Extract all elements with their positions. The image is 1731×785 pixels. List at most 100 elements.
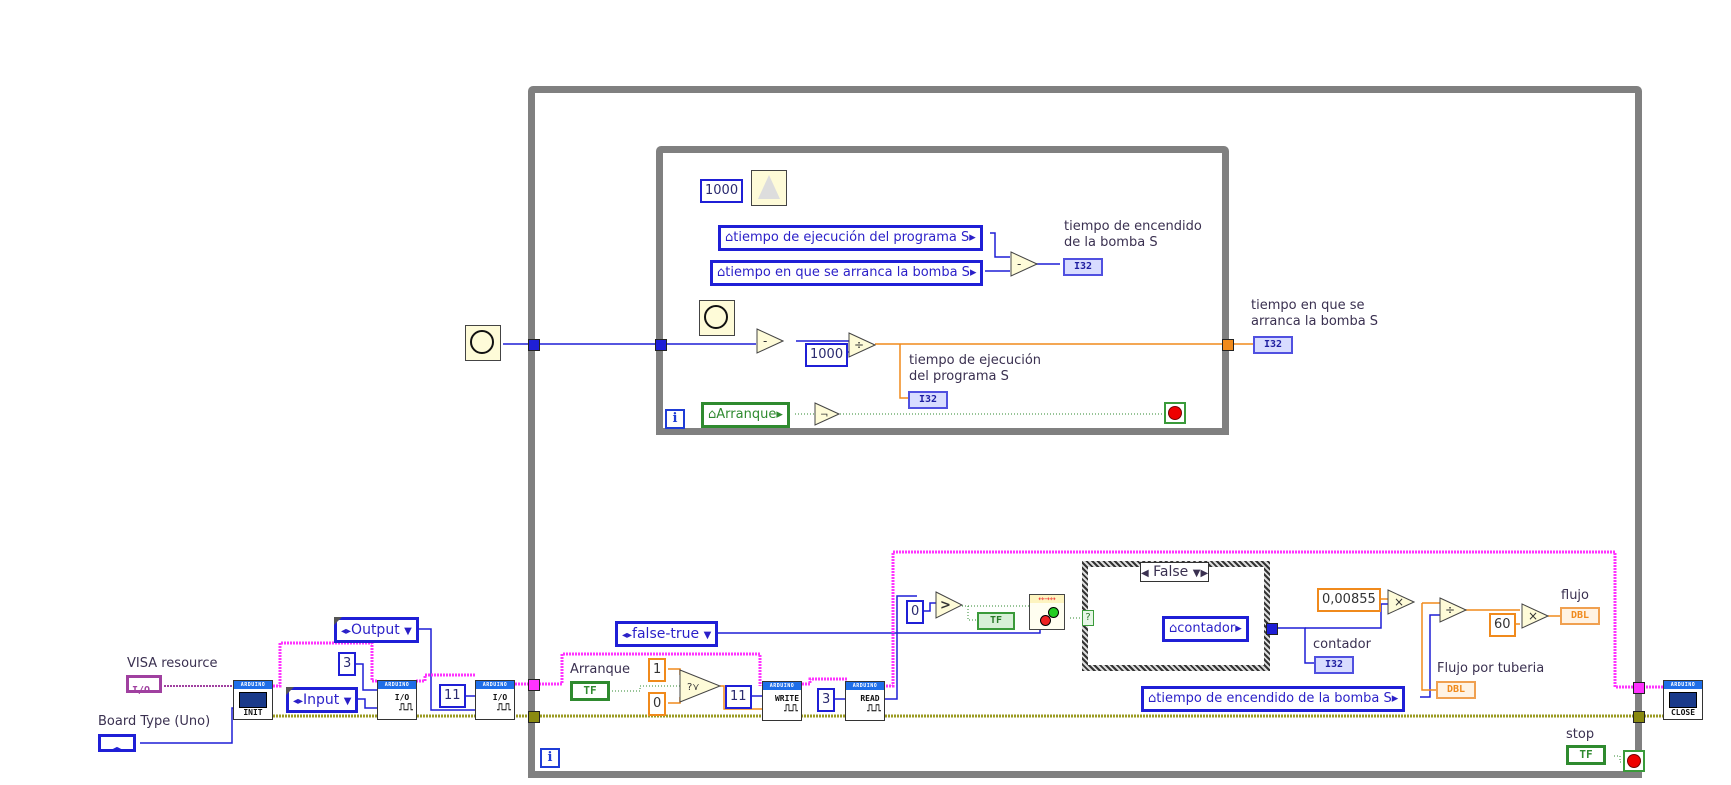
compare-zero-const[interactable]: 0 [906,600,925,624]
close-header: ARDUINO [1664,681,1702,689]
init-label: INIT [243,708,263,717]
inner-stop-terminal[interactable] [1164,402,1186,424]
compare-bool-indicator: TF [977,612,1015,630]
prev-case-icon[interactable]: ◀ [1141,568,1149,579]
stop-label: stop [1566,727,1595,742]
multiply-node-2[interactable]: × [1521,603,1549,629]
case-selector-terminal[interactable]: ? [1082,610,1094,626]
metronome-wait-icon[interactable] [751,170,787,206]
flujo-label: flujo [1561,588,1589,603]
boolean-to-enum-icon[interactable]: ↔→↔ [1029,594,1065,630]
wire-on-time-local [1420,614,1440,698]
close-label: CLOSE [1670,708,1696,717]
pulse-icon: ⎍⎍ [784,703,798,714]
factor-const[interactable]: 0,00855 [1317,588,1381,612]
wire-3 [350,663,378,691]
enum-arrows-icon: ◂▸ [341,626,352,637]
arduino-close-block[interactable]: ARDUINO CLOSE [1663,680,1703,720]
write-label: WRITE [774,694,800,703]
local-var-arranque-text: Arranque [716,407,777,422]
pulse-icon: ⎍⎍ [497,702,511,713]
arduino-read-block[interactable]: ARDUINO READ ⎍⎍ [845,681,885,721]
svg-text:×: × [1394,595,1404,609]
arduino-write-block[interactable]: ARDUINO WRITE ⎍⎍ [762,681,802,721]
output-mode-enum[interactable]: ◂▸Output ▼ [334,617,419,643]
wire-contador [1275,627,1315,664]
visa-resource-control[interactable]: I/O [126,675,162,696]
visa-io-text: I/O [132,685,151,696]
tunnel-visa-in [528,679,540,691]
house-icon: ⌂ [708,407,717,422]
subtract-node-2[interactable]: - [756,328,784,354]
wire-input [357,698,378,709]
arranque-control[interactable]: TF [570,681,610,701]
outer-while-loop[interactable] [528,86,1642,778]
dropdown-arrow-icon: ▼ [404,626,412,637]
svg-text:÷: ÷ [1445,603,1455,617]
case-selector-value: False [1153,564,1189,580]
tunnel-visa-out [1633,682,1645,694]
board-type-label: Board Type (Uno) [98,714,211,729]
pin-const-11[interactable]: 11 [439,684,466,708]
wait-ms-const[interactable]: 1000 [700,179,744,203]
svg-text:-: - [763,334,767,348]
input-mode-enum[interactable]: ◂▸Input ▼ [286,687,359,713]
dropdown-arrow-icon: ▼ [703,630,712,641]
local-var-on-time-text: tiempo de encendido de la bomba S [1156,691,1392,706]
red-led-icon [1040,615,1051,626]
arduino-io-block-2[interactable]: ARDUINO I/O ⎍⎍ [475,680,515,720]
inner-while-loop[interactable] [656,146,1229,435]
svg-text:?⋎: ?⋎ [687,682,700,693]
wire-select-out [720,685,765,710]
visa-resource-label: VISA resource [127,656,218,671]
select-true-const[interactable]: 1 [648,658,667,682]
subtract-node-1[interactable]: - [1010,251,1038,277]
select-false-const[interactable]: 0 [648,692,667,716]
local-var-arranque[interactable]: ⌂Arranque▸ [701,402,790,428]
sixty-const[interactable]: 60 [1489,613,1516,637]
local-var-on-time[interactable]: ⌂tiempo de encendido de la bomba S▸ [1141,686,1406,712]
enum-arrows-icon: ◂▸ [293,696,304,707]
tick-count-clock-icon[interactable] [465,325,501,361]
flujo-indicator: DBL [1560,607,1600,625]
not-node[interactable]: ¬ [814,402,840,426]
indicator-on-time: I32 [1063,258,1103,276]
arduino-io-block-1[interactable]: ARDUINO I/O ⎍⎍ [377,680,417,720]
case-selector[interactable]: ◀ False ▼▶ [1140,562,1210,582]
board-type-control[interactable]: ◂▸ [98,734,136,755]
local-var-exec-time[interactable]: ⌂tiempo de ejecución del programa S▸ [718,225,983,251]
multiply-node-1[interactable]: × [1387,589,1415,615]
read-label: READ [860,694,880,703]
local-var-contador[interactable]: ⌂contador▸ [1162,616,1249,642]
wire-exec-local [990,232,1010,258]
arduino-init-block[interactable]: ARDUINO INIT [233,680,273,720]
divide-node-2[interactable]: ÷ [1439,597,1467,623]
indicator-start-time: I32 [1253,336,1293,354]
flujo-tuberia-label: Flujo por tuberia [1437,661,1545,676]
house-icon: ⌂ [717,265,726,280]
output-enum-value: Output [351,622,400,638]
stop-control[interactable]: TF [1566,745,1606,765]
init-header: ARDUINO [234,681,272,689]
next-case-icon[interactable]: ▶ [1200,568,1209,579]
pin-const-3[interactable]: 3 [338,652,357,676]
select-node[interactable]: ?⋎ [679,669,721,703]
tick-count-inner-clock-icon[interactable] [699,300,735,336]
arrow-icon: ▸ [1391,691,1399,706]
local-var-start-time[interactable]: ⌂tiempo en que se arranca la bomba S▸ [710,260,984,286]
arrow-icon: ▸ [969,265,977,280]
pulse-icon: ⎍⎍ [867,703,881,714]
outer-stop-terminal[interactable] [1623,750,1645,772]
read-pin-const[interactable]: 3 [817,688,836,712]
arrow-icon: ▸ [1235,621,1242,636]
write-pin-const[interactable]: 11 [725,685,752,709]
divide-ms-const[interactable]: 1000 [805,343,849,367]
flujo-tuberia-indicator: DBL [1436,681,1476,699]
wire-read-out [884,595,917,700]
dropdown-arrow-icon[interactable]: ▼ [1192,568,1201,579]
greater-than-node[interactable]: > [935,591,963,619]
divide-node-1[interactable]: ÷ [848,332,876,358]
contador-label: contador [1313,637,1371,652]
false-true-enum[interactable]: ◂▸false-true ▼ [615,621,719,647]
